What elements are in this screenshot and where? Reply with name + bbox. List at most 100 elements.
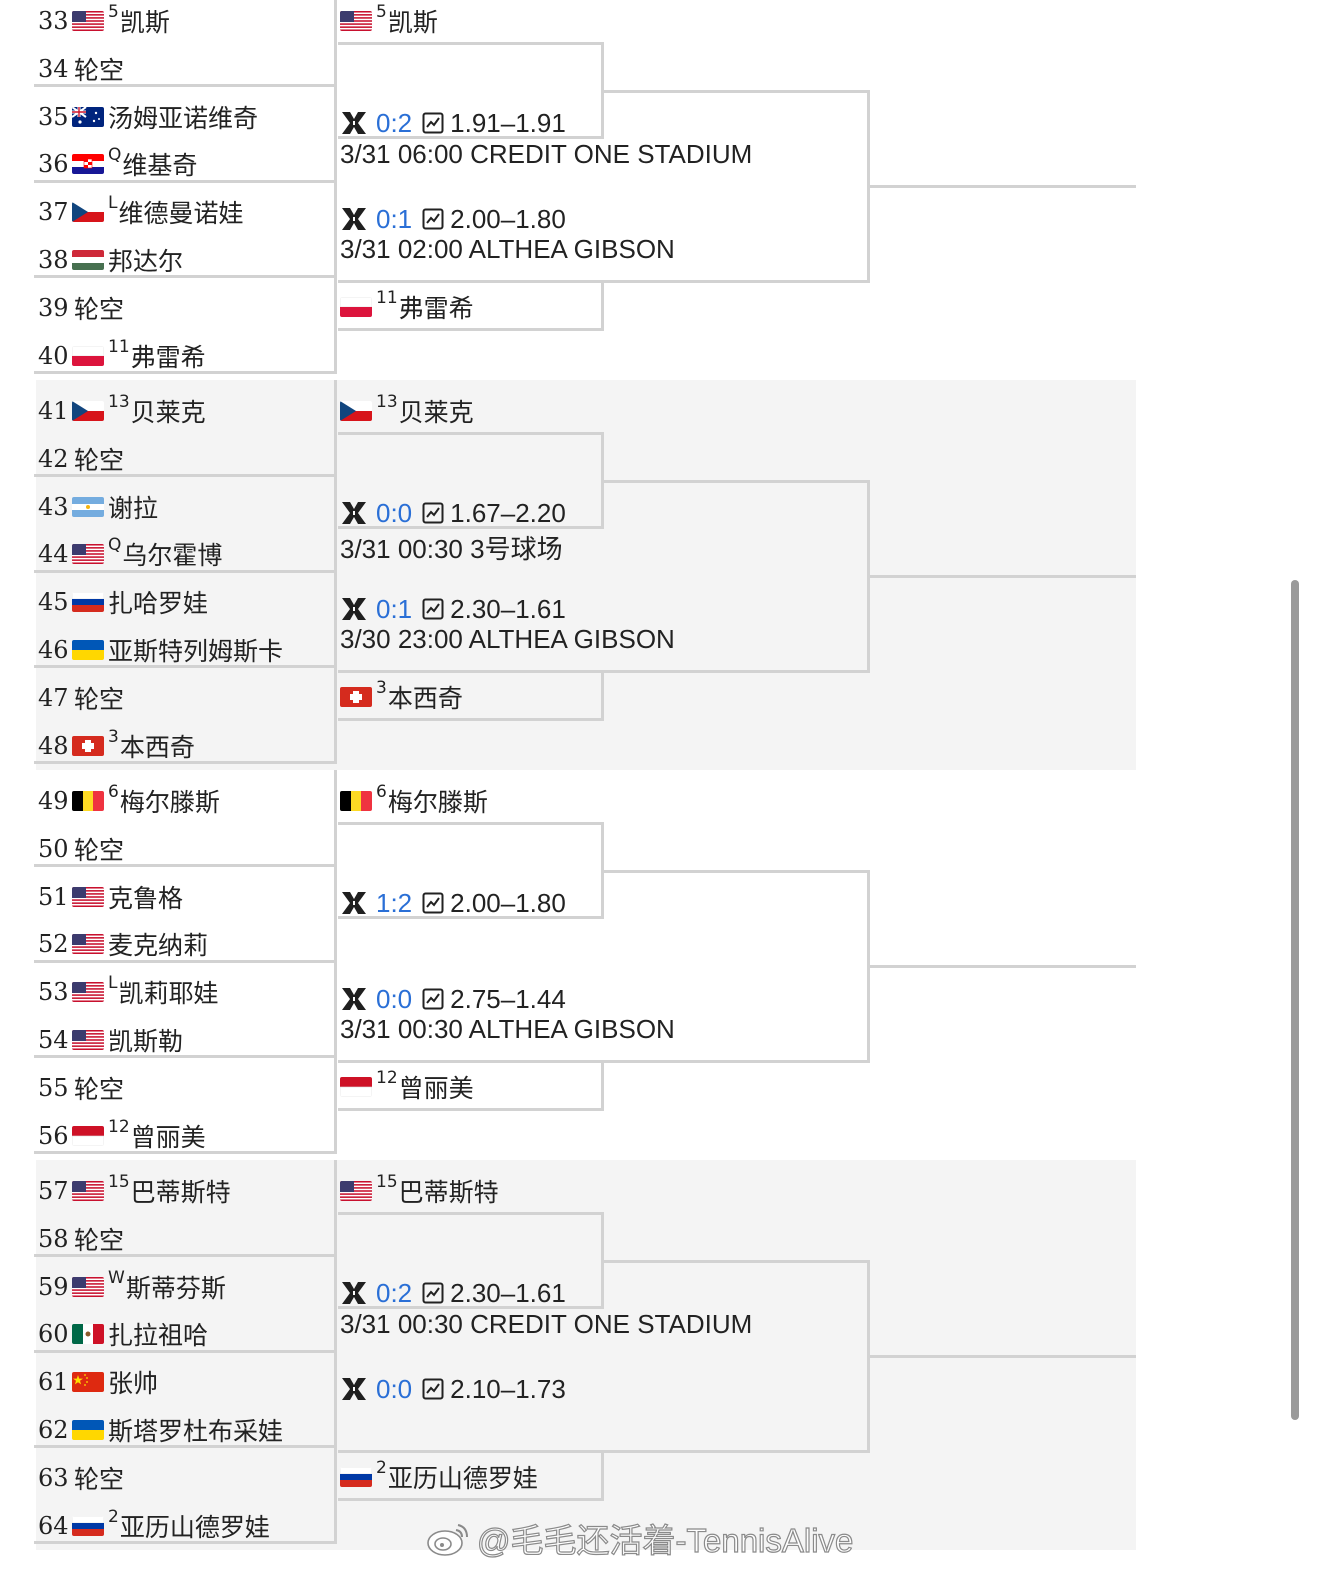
first-round-match[interactable] (34, 0, 337, 87)
h2h-score[interactable]: 0:2 (376, 107, 413, 138)
line-chart-icon (422, 208, 444, 230)
first-round-match[interactable] (34, 770, 337, 867)
player-row[interactable]: 39 轮空 (38, 288, 124, 328)
bracket-line (338, 432, 604, 435)
seed-label: W (108, 1267, 125, 1288)
player-row[interactable]: 61 张帅 (38, 1362, 158, 1402)
flag-id-icon (340, 1077, 372, 1097)
h2h-score[interactable]: 1:2 (376, 887, 413, 918)
player-row[interactable]: 45 扎哈罗娃 (38, 582, 208, 622)
vertical-scrollbar[interactable] (1291, 580, 1299, 1420)
player-row[interactable]: 34 轮空 (38, 49, 124, 89)
first-round-match[interactable] (34, 1351, 337, 1448)
first-round-match[interactable] (34, 1255, 337, 1353)
match-odds[interactable]: 0:0 2.75–1.44 (340, 983, 566, 1015)
first-round-match[interactable] (34, 1446, 337, 1544)
player-name: 弗雷希 (130, 342, 206, 372)
player-row[interactable]: 43 谢拉 (38, 487, 158, 527)
betting-odds: 2.30–1.61 (450, 1277, 566, 1308)
player-row[interactable]: 35 汤姆亚诺维奇 (38, 97, 258, 137)
match-odds[interactable]: 1:2 2.00–1.80 (340, 887, 566, 919)
crossed-rackets-icon (342, 988, 366, 1010)
match-odds[interactable]: 0:0 1.67–2.20 (340, 497, 566, 529)
first-round-match[interactable] (34, 571, 337, 668)
draw-number: 58 (38, 1224, 69, 1253)
player-name: 邦达尔 (108, 247, 184, 276)
h2h-score[interactable]: 0:1 (376, 593, 413, 624)
first-round-match[interactable] (34, 380, 337, 477)
first-round-match[interactable] (34, 1056, 337, 1154)
player-row[interactable]: 51 克鲁格 (38, 877, 183, 917)
betting-odds: 2.75–1.44 (450, 983, 566, 1014)
draw-number: 45 (38, 588, 69, 617)
player-row[interactable]: 52 麦克纳莉 (38, 924, 208, 964)
match-odds[interactable]: 0:2 1.91–1.91 (340, 107, 566, 139)
player-row[interactable]: 60 扎拉祖哈 (38, 1314, 208, 1354)
draw-number: 42 (38, 444, 69, 473)
match-odds[interactable]: 0:0 2.10–1.73 (340, 1373, 566, 1405)
bracket-line (601, 1450, 604, 1501)
player-row[interactable]: 54 凯斯勒 (38, 1020, 183, 1060)
player-row[interactable]: 47 轮空 (38, 678, 124, 718)
first-round-match[interactable] (34, 181, 337, 278)
match-odds[interactable]: 0:1 2.30–1.61 (340, 593, 566, 625)
flag-us-icon (72, 934, 104, 955)
flag-pl-icon (340, 297, 372, 317)
draw-number: 55 (38, 1073, 69, 1102)
first-round-match[interactable] (34, 1160, 337, 1257)
seed-label: 5 (376, 2, 387, 22)
player-row[interactable]: 42 轮空 (38, 439, 124, 479)
h2h-score[interactable]: 0:0 (376, 497, 413, 528)
first-round-match[interactable] (34, 475, 337, 573)
h2h-score[interactable]: 0:2 (376, 1277, 413, 1308)
player-row[interactable]: 46 亚斯特列姆斯卡 (38, 630, 283, 670)
match-odds[interactable]: 0:2 2.30–1.61 (340, 1277, 566, 1309)
first-round-match[interactable] (34, 276, 337, 374)
player-name: 贝莱克 (130, 398, 206, 427)
player-row[interactable]: 62 斯塔罗杜布采娃 (38, 1410, 283, 1450)
first-round-match[interactable] (34, 865, 337, 963)
bracket-line (604, 1260, 870, 1263)
first-round-match[interactable] (34, 85, 337, 183)
player-name: 巴蒂斯特 (130, 1178, 231, 1207)
flag-us-icon (72, 982, 104, 1003)
first-round-match[interactable] (34, 666, 337, 764)
crossed-rackets-icon (342, 1282, 366, 1304)
h2h-score[interactable]: 0:0 (376, 1373, 413, 1404)
draw-number: 33 (38, 7, 69, 35)
player-row[interactable]: 50 轮空 (38, 829, 124, 869)
h2h-score[interactable]: 0:0 (376, 983, 413, 1014)
draw-number: 59 (38, 1272, 69, 1301)
player-row[interactable]: 58 轮空 (38, 1219, 124, 1259)
seed-label: 13 (108, 392, 130, 412)
player-row[interactable]: 63 轮空 (38, 1458, 124, 1498)
match-odds[interactable]: 0:1 2.00–1.80 (340, 203, 566, 235)
player-row[interactable]: 38 邦达尔 (38, 240, 183, 280)
player-row[interactable]: 55 轮空 (38, 1068, 124, 1108)
first-round-match[interactable] (34, 961, 337, 1058)
crossed-rackets-icon (342, 598, 366, 620)
h2h-score[interactable]: 0:1 (376, 203, 413, 234)
bracket-line (601, 822, 604, 919)
